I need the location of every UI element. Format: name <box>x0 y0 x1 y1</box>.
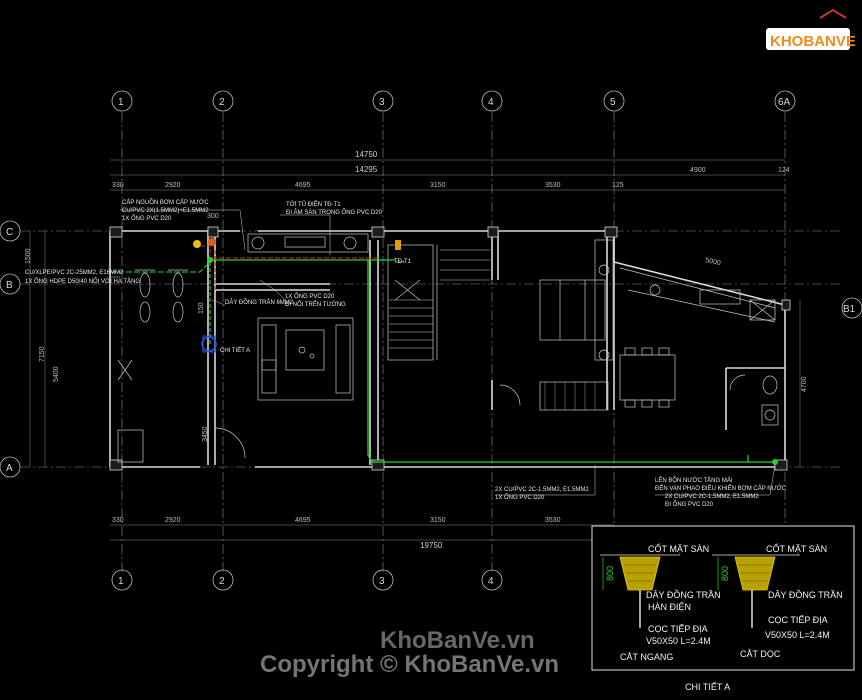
motorbike-2 <box>168 269 188 323</box>
axis-left-c: C <box>6 227 13 238</box>
detail-coc-spec-right: V50X50 L=2.4M <box>765 630 830 640</box>
axis-top-4: 4 <box>488 97 494 108</box>
dim-inner-top: 14295 <box>355 165 378 174</box>
electrical-devices <box>193 238 778 465</box>
axis-top-2: 2 <box>219 97 225 108</box>
detail-han-dien: HÀN ĐIỆN <box>648 602 691 612</box>
dim-bottom-2: 4695 <box>295 517 311 524</box>
axis-bubbles-left <box>0 220 862 478</box>
label-chi-tiet-a-plan: CHI TIẾT A <box>220 347 250 354</box>
label-cap-nguon-3: 1X ỐNG PVC D20 <box>122 215 172 222</box>
detail-cot-mat-san-left: CỐT MẶT SÀN <box>648 543 709 554</box>
dim-bottom-4: 3530 <box>545 517 561 524</box>
axis-right-b1: B1 <box>843 304 856 315</box>
detail-coc-left: CỌC TIẾP ĐỊA <box>648 624 708 634</box>
dim-right-0: 4700 <box>801 376 808 392</box>
label-main-cable-2: 1X ỐNG HDPE D50/40 NỐI VỚI HẠ TẦNG <box>25 278 140 285</box>
axis-bottom-1: 1 <box>118 576 124 587</box>
dim-top-0: 330 <box>112 182 124 189</box>
motorbike-1 <box>135 269 155 323</box>
dim-top-5: 125 <box>612 182 624 189</box>
detail-title: CHI TIẾT A <box>685 682 730 692</box>
axis-top-3: 3 <box>379 97 385 108</box>
axis-top-1: 1 <box>118 97 124 108</box>
dim-small-3450: 3450 <box>202 426 209 442</box>
detail-day-dong-left: DÂY ĐỒNG TRẦN <box>646 589 721 600</box>
dim-bottom-0: 330 <box>112 517 124 524</box>
axis-left-a: A <box>6 463 13 474</box>
detail-cat-doc: CẮT DỌC <box>740 649 781 659</box>
label-cable-1: 2X CU/PVC 2C-1.5MM2, E1.5MM2 <box>495 487 589 493</box>
label-cable-2: 1X ỐNG PVC D20 <box>495 494 545 501</box>
detail-coc-spec-left: V50X50 L=2.4M <box>646 636 711 646</box>
dim-bottom-1: 2920 <box>165 517 181 524</box>
watermark-line1: KhoBanVe.vn <box>380 627 535 654</box>
dimension-lines <box>29 159 801 541</box>
label-ong-pvc: 1X ỐNG PVC D20 <box>285 293 335 300</box>
detail-a-panel: 800 CỐT MẶT SÀN DÂY ĐỒNG TRẦN HÀN ĐIỆN C… <box>591 525 855 671</box>
watermark-line2: Copyright © KhoBanVe.vn <box>260 651 559 678</box>
detail-cot-mat-san-right: CỐT MẶT SÀN <box>766 543 827 554</box>
detail-coc-right: CỌC TIẾP ĐỊA <box>768 615 828 625</box>
leader-lines <box>110 209 776 496</box>
dim-top-2: 4695 <box>295 182 311 189</box>
label-di-noi: ĐI NỔI TRÊN TƯỜNG <box>285 300 346 308</box>
dim-top-1: 2920 <box>165 182 181 189</box>
axis-left-b: B <box>6 280 13 291</box>
dim-left-0: 1500 <box>25 248 32 264</box>
label-toi-tu: TỚI TỦ ĐIỆN TĐ-T1 <box>286 200 341 208</box>
detail-dim-800-right: 800 <box>720 566 730 581</box>
dim-diag: 5000 <box>705 257 722 267</box>
detail-dim-800-left: 800 <box>605 566 615 581</box>
axis-bubbles-top <box>111 90 796 112</box>
label-len-bon: LÊN BỒN NƯỚC TẦNG MÁI <box>655 476 733 484</box>
dim-left-1: 7150 <box>39 346 46 362</box>
label-day-dong: DÂY ĐỒNG TRẦN 6MM2 <box>225 299 294 306</box>
dim-small-150: 150 <box>198 302 205 314</box>
label-td: TĐ-T1 <box>394 259 412 265</box>
axis-bottom-2: 2 <box>219 576 225 587</box>
dim-top-4: 3530 <box>545 182 561 189</box>
label-cap-nguon: CẤP NGUỒN BƠM CẤP NƯỚC <box>122 199 209 206</box>
dim-bottom-3: 3150 <box>430 517 446 524</box>
axis-bubbles-bottom <box>111 569 625 591</box>
dim-top-3: 3150 <box>430 182 446 189</box>
wall-columns <box>109 226 791 471</box>
label-cap-nguon-2: CU/PVC 2X(1.5MM2)+E1.5MM2 <box>122 208 209 214</box>
dim-top-7: 124 <box>778 167 790 174</box>
walls <box>109 230 786 468</box>
dim-top-6: 4900 <box>690 167 706 174</box>
label-toi-tu-2: ĐI ÂM SÀN TRONG ỐNG PVC D20 <box>286 209 383 216</box>
axis-top-5: 5 <box>610 97 616 108</box>
dim-overall-bottom: 19750 <box>420 541 443 550</box>
dim-small-300: 300 <box>207 213 219 220</box>
furniture <box>117 233 779 463</box>
logo-text: KHOBANVE <box>770 33 856 50</box>
detail-day-dong-right: DÂY ĐỒNG TRẦN <box>768 589 843 600</box>
label-main-cable: CU/XLPE/PVC 2C-25MM2, E16MM2 <box>25 270 124 276</box>
axis-bottom-4: 4 <box>488 576 494 587</box>
dim-left-2: 5400 <box>53 366 60 382</box>
label-len-bon-4: ĐI ỐNG PVC D20 <box>665 501 714 508</box>
cables <box>110 245 775 463</box>
label-len-bon-3: 2X CU/PVC 2C-1.5MM2, E1.5MM2 <box>665 494 759 500</box>
axis-top-6a: 6A <box>778 97 791 108</box>
label-len-bon-2: ĐẾN VAN PHAO ĐIỀU KHIỂN BƠM CẤP NƯỚC <box>655 485 787 492</box>
dim-overall-top: 14750 <box>355 150 378 159</box>
khobanve-logo: KHOBANVE <box>766 8 856 50</box>
axis-bottom-3: 3 <box>379 576 385 587</box>
detail-cat-ngang: CẮT NGANG <box>620 652 673 662</box>
